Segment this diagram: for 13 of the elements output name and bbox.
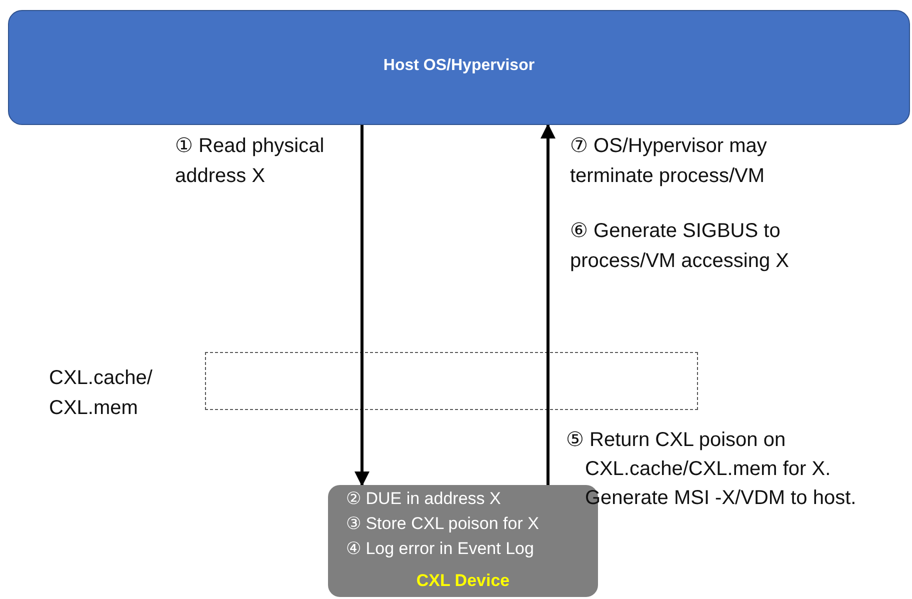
- arrow: [540, 124, 556, 352]
- step-note: ⑤ Return CXL poison on CXL.cache/CXL.mem for X. Generate MSI -X/VDM to host.: [566, 428, 858, 511]
- host-title: Host OS/Hypervisor: [382, 57, 536, 75]
- step-note: ⑥ Generate SIGBUS to process/VM accessing X: [570, 219, 790, 274]
- step-note: ⑦ OS/Hypervisor may terminate process/VM: [570, 134, 768, 189]
- region-label: CXL.cache/ CXL.mem: [49, 366, 154, 421]
- step-text: ③ Store CXL poison for X: [346, 513, 539, 535]
- arrow: [354, 410, 370, 486]
- device-title: CXL Device: [415, 570, 511, 592]
- step-text: ④ Log error in Event Log: [346, 538, 534, 560]
- step-note: ① Read physical address X: [175, 134, 326, 189]
- host-box: [8, 10, 910, 125]
- step-text: ② DUE in address X: [346, 488, 501, 510]
